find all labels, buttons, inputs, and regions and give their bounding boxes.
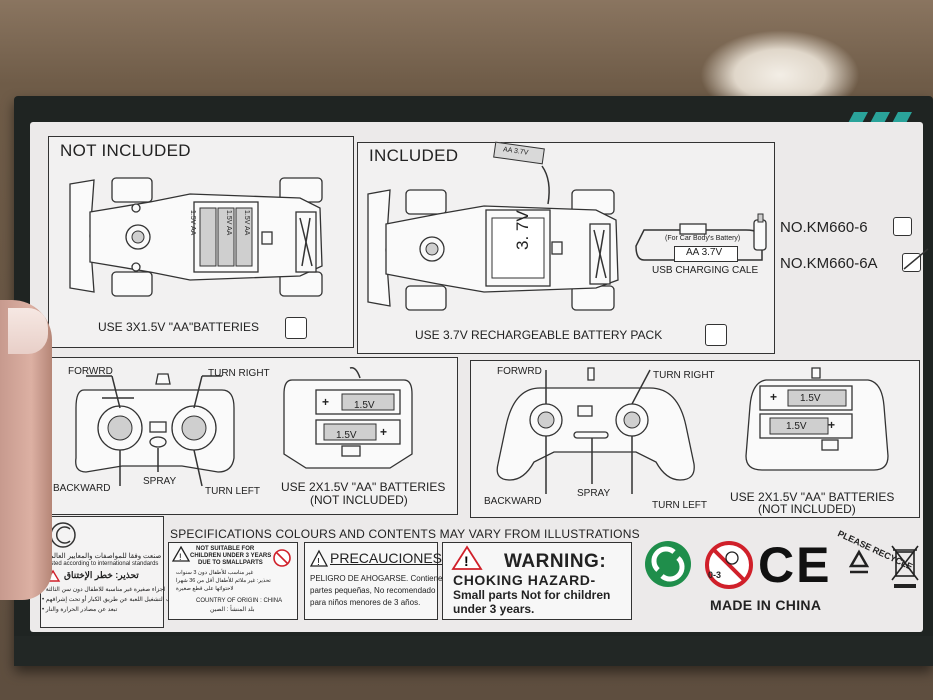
remote-right-drawing (496, 367, 695, 494)
usb-pack-label: AA 3.7V (686, 247, 723, 258)
warning-ar: تحذير: خطر الإختناق (64, 570, 139, 580)
green-dot-icon (645, 541, 691, 587)
remote-right-batteries: USE 2X1.5V "AA" BATTERIES (730, 490, 895, 504)
model-1-label: NO.KM660-6 (780, 219, 868, 236)
age-line-ar-2: تحذير: غير ملائم للأطفال أقل من 36 شهرا (176, 578, 271, 584)
precauciones-title: PRECAUCIONES: (330, 550, 446, 566)
remote-right-forward: FORWRD (497, 366, 542, 377)
precauciones-line-1a: PELIGRO DE AHOGARSE. (310, 574, 409, 583)
age-line-ar-1: غير مناسب للأطفال دون 3 سنوات (176, 570, 254, 576)
svg-text:!: ! (179, 552, 182, 562)
model-2-label: NO.KM660-6A (780, 255, 878, 272)
warning-hazard: CHOKING HAZARD- (453, 572, 596, 588)
weee-bin-icon (891, 545, 919, 588)
arabic-line-3: • تبعد عن مصادر الحرارة والنار (42, 607, 118, 613)
precauciones-line-1b: Contiene (410, 574, 443, 583)
arabic-line-1: • اجزاء صغيرة غير مناسبة للاطفال دون سن … (42, 587, 166, 593)
remote-left-cell-1: 1.5V (354, 400, 375, 411)
usb-pack-box (674, 246, 738, 262)
made-in-china: MADE IN CHINA (710, 597, 822, 613)
remote-left-turn-right: TURN RIGHT (208, 368, 270, 379)
cell-label-2: 1.5V AA (225, 210, 232, 236)
included-instruction: USE 3.7V RECHARGEABLE BATTERY PACK (415, 328, 663, 342)
aa-cell-1 (199, 207, 217, 267)
age-line-1: NOT SUITABLE FOR (196, 546, 255, 552)
included-checkbox[interactable] (705, 324, 727, 346)
remote-right-plus-2: + (828, 418, 836, 432)
aa-cell-2 (217, 207, 235, 267)
logo-text-ar: صنعت وفقا للمواصفات والمعايير العالمية (44, 553, 162, 560)
car-body-drawing (69, 177, 323, 297)
remote-left-drawing (75, 373, 235, 487)
car-body-included-drawing (367, 165, 767, 311)
ce-mark: CE (758, 537, 832, 593)
no-under-3-icon (273, 549, 291, 567)
checkmark-icon (903, 248, 929, 270)
precauciones-line-1: PELIGRO DE AHOGARSE. Contiene (310, 574, 443, 583)
remote-right-cell-1: 1.5V (800, 393, 821, 404)
warning-title: WARNING: (504, 551, 607, 572)
warning-line-2: under 3 years. (453, 602, 535, 616)
svg-text:!: ! (464, 553, 469, 569)
warning-line-1: Small parts Not for children (453, 588, 611, 602)
choking-warning-block (442, 542, 632, 620)
remote-left-batteries: USE 2X1.5V "AA" BATTERIES (281, 480, 446, 494)
included-title: INCLUDED (369, 146, 459, 165)
remote-left-not-included: (NOT INCLUDED) (310, 493, 408, 507)
precauciones-block (304, 542, 438, 620)
remote-left-turn-left: TURN LEFT (205, 486, 260, 497)
model-1-checkbox[interactable] (893, 217, 912, 236)
cell-label-3: 1.5V AA (243, 210, 250, 236)
age-mark: 0-3 (708, 570, 722, 580)
pack-voltage-label: 3. 7V (513, 210, 532, 250)
warning-triangle-icon: ! (309, 549, 329, 568)
warning-triangle-icon: ! (451, 545, 483, 570)
remote-left-cell-2: 1.5V (336, 430, 357, 441)
country-en: COUNTRY OF ORIGIN : CHINA (196, 598, 283, 604)
box-bottom-edge (14, 636, 933, 666)
age-line-2: CHILDREN UNDER 3 YEARS (190, 553, 272, 559)
remote-right-not-included: (NOT INCLUDED) (758, 502, 856, 516)
age-line-3: DUE TO SMALLPARTS (198, 560, 263, 566)
usb-note: (For Car Body's Battery) (665, 235, 741, 242)
remote-right-backward: BACKWARD (484, 496, 542, 507)
remote-right-plus-1: + (770, 390, 778, 404)
conformity-logo-icon (50, 522, 76, 548)
precauciones-line-3: para niños menores de 3 años. (310, 598, 421, 607)
remote-right-turn-left: TURN LEFT (652, 500, 707, 511)
not-included-checkbox[interactable] (285, 317, 307, 339)
remote-right-battery-drawing (745, 367, 889, 471)
remote-left-battery-drawing (283, 366, 413, 469)
precauciones-line-2: partes pequeñas, No recomendado (310, 586, 436, 595)
cell-label-1: 1.5V AA (189, 210, 196, 236)
age-line-ar-3: لاحتوائها على قطع صغيرة (176, 586, 234, 592)
remote-left-plus-2: + (380, 425, 388, 439)
remote-right-cell-2: 1.5V (786, 421, 807, 432)
specs-note: SPECIFICATIONS COLOURS AND CONTENTS MAY … (170, 527, 640, 541)
remote-left-forward: FORWRD (68, 366, 113, 377)
remote-left-plus-1: + (322, 395, 330, 409)
svg-text:!: ! (317, 557, 320, 568)
remote-left-backward: BACKWARD (53, 483, 111, 494)
aa-cell-3 (235, 207, 253, 267)
remote-right-turn-right: TURN RIGHT (653, 370, 715, 381)
usb-caption: USB CHARGING CALE (652, 265, 759, 276)
fingernail (8, 308, 48, 354)
recycle-icon (848, 549, 870, 574)
not-included-instruction: USE 3X1.5V "AA"BATTERIES (98, 320, 260, 334)
logo-text-en: Tested according to international standa… (44, 561, 159, 567)
country-ar: بلد المنشأ : الصين (210, 607, 255, 613)
not-included-title: NOT INCLUDED (60, 141, 191, 160)
warning-triangle-icon: ! (171, 545, 191, 562)
remote-right-spray: SPRAY (577, 488, 611, 499)
age-0-3-prohibited-icon (705, 541, 753, 589)
arabic-line-2: • يجب التشغيل اللعبة عن طريق الكبار أو ت… (42, 597, 178, 603)
remote-left-spray: SPRAY (143, 476, 177, 487)
